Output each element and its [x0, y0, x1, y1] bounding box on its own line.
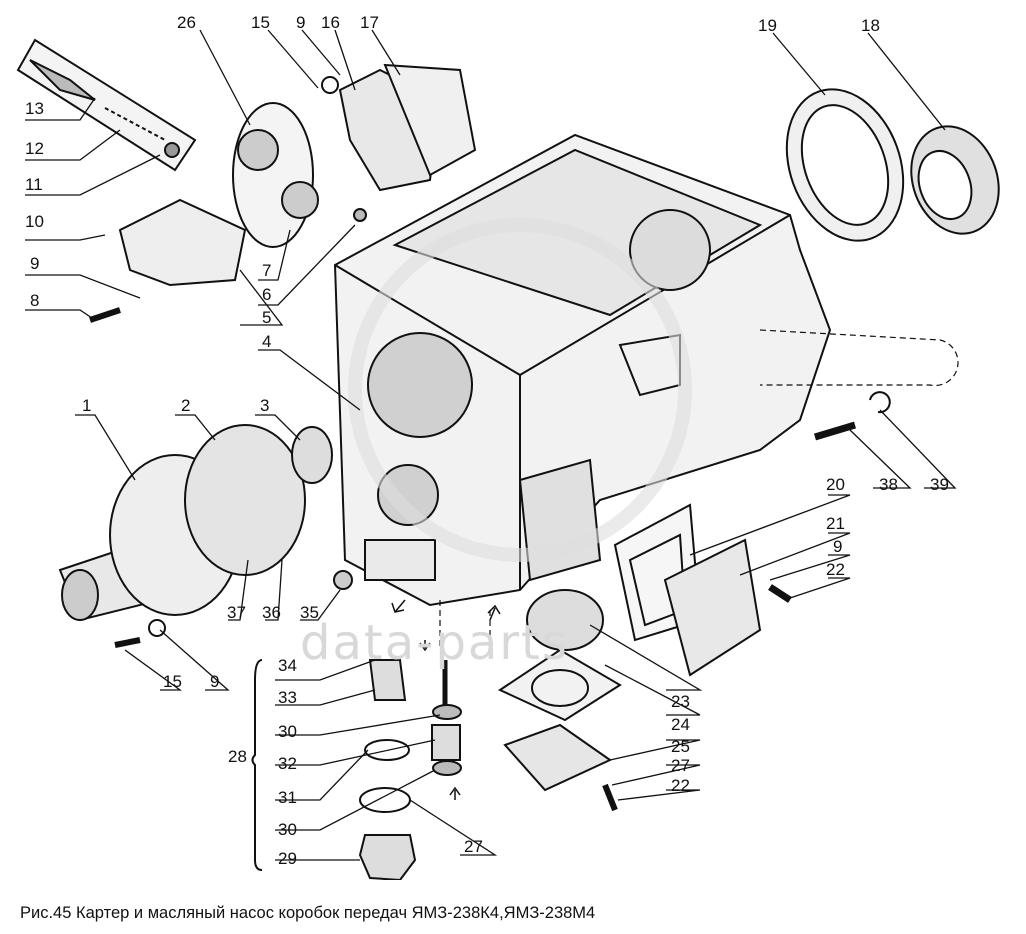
oil-pump-parts	[16, 38, 477, 323]
label-9-left: 9	[30, 254, 40, 273]
watermark-text: data-parts	[300, 615, 569, 671]
label-14: 26	[177, 13, 196, 32]
label-20: 20	[826, 475, 845, 494]
front-cover-parts	[58, 424, 353, 648]
label-32: 32	[278, 754, 297, 773]
label-6: 6	[262, 285, 272, 304]
exploded-parts-drawing	[16, 29, 1000, 880]
label-25: 25	[671, 737, 690, 756]
label-30-top: 30	[278, 722, 297, 741]
label-10: 10	[25, 212, 44, 231]
filter-23	[526, 589, 604, 651]
label-36: 36	[262, 603, 281, 622]
label-34: 34	[278, 656, 297, 675]
label-26: 27	[671, 756, 690, 775]
label-9-right: 9	[833, 537, 843, 556]
label-15-bottom: 15	[163, 672, 182, 691]
label-1: 1	[82, 396, 92, 415]
label-28: 28	[228, 747, 247, 766]
label-31: 31	[278, 788, 297, 807]
label-8: 8	[30, 291, 40, 310]
label-5: 5	[262, 308, 272, 327]
label-7: 7	[262, 261, 272, 280]
label-23: 23	[671, 692, 690, 711]
label-39: 39	[930, 475, 949, 494]
label-30-bottom: 30	[278, 820, 297, 839]
label-19: 19	[758, 16, 777, 35]
label-38: 38	[879, 475, 898, 494]
figure-caption: Рис.45 Картер и масляный насос коробок п…	[20, 904, 596, 922]
label-21: 21	[826, 514, 845, 533]
gearbox-housing	[333, 133, 832, 607]
label-35: 35	[300, 603, 319, 622]
label-9-bottom: 9	[210, 672, 220, 691]
label-22-right: 22	[826, 560, 845, 579]
label-15-top: 15	[251, 13, 270, 32]
label-3: 3	[260, 396, 270, 415]
label-37: 37	[227, 603, 246, 622]
label-33: 33	[278, 688, 297, 707]
label-22-bottom: 22	[671, 776, 690, 795]
label-11: 11	[25, 175, 43, 194]
label-2: 2	[181, 396, 191, 415]
watermark-circle	[348, 218, 692, 562]
label-24: 24	[671, 715, 690, 734]
label-29: 29	[278, 849, 297, 868]
label-9-top: 9	[296, 13, 306, 32]
label-12: 12	[25, 139, 44, 158]
label-27: 27	[464, 837, 483, 856]
label-17: 17	[360, 13, 379, 32]
label-18: 18	[861, 16, 880, 35]
label-13: 13	[25, 99, 44, 118]
cover-21	[663, 538, 762, 677]
label-4: 4	[262, 332, 272, 351]
label-16: 16	[321, 13, 340, 32]
